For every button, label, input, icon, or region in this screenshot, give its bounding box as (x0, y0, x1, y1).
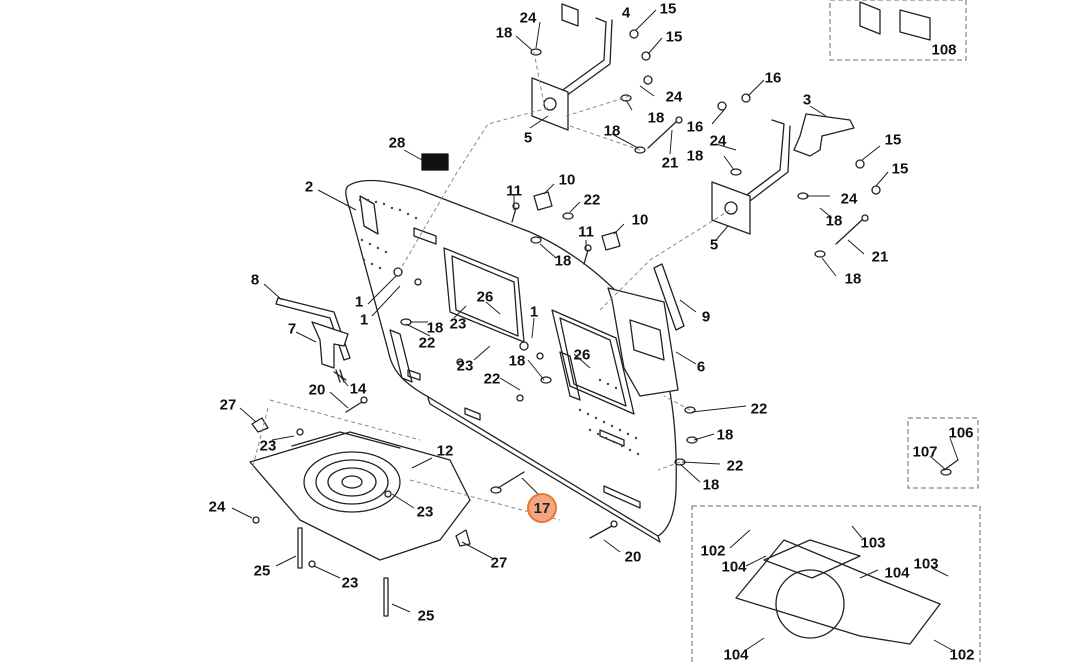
bracket-5-top (559, 17, 613, 97)
callout-label: 104 (721, 558, 747, 576)
callout-label: 16 (764, 69, 782, 87)
inset-box-106-107 (907, 417, 979, 489)
callout-label: 12 (436, 442, 454, 460)
callout-label: 24 (519, 9, 537, 27)
callout-label: 15 (891, 160, 909, 178)
callout-label: 15 (884, 131, 902, 149)
callout-label: 18 (554, 252, 572, 270)
callout-label: 26 (573, 346, 591, 364)
callout-label: 1 (359, 311, 369, 329)
callout-label: 3 (802, 91, 812, 109)
callout-label: 9 (701, 308, 711, 326)
callout-label: 27 (490, 554, 508, 572)
callout-label: 23 (456, 357, 474, 375)
callout-label: 22 (418, 334, 436, 352)
callout-label: 25 (253, 562, 271, 580)
callout-label: 24 (709, 132, 727, 150)
callout-label: 18 (702, 476, 720, 494)
inset-box-108 (829, 0, 967, 61)
callout-label: 23 (416, 503, 434, 521)
callout-label: 18 (495, 24, 513, 42)
callout-label: 18 (825, 212, 843, 230)
callout-label: 103 (860, 534, 886, 552)
inset-box-102-104 (691, 505, 981, 662)
callout-label: 102 (700, 542, 726, 560)
callout-label: 23 (341, 574, 359, 592)
callout-label: 5 (523, 129, 533, 147)
callout-label: 6 (696, 358, 706, 376)
callout-label: 14 (349, 380, 367, 398)
callout-label: 20 (308, 381, 326, 399)
callout-label: 26 (476, 288, 494, 306)
callout-label: 2 (304, 178, 314, 196)
callout-label: 10 (631, 211, 649, 229)
base-12 (249, 431, 471, 561)
callout-label: 27 (219, 396, 237, 414)
callout-label: 23 (259, 437, 277, 455)
callout-label: 11 (578, 223, 594, 241)
rod-8 (275, 297, 351, 361)
callout-label: 24 (665, 88, 683, 106)
callout-label: 102 (949, 646, 975, 662)
callout-label: 22 (726, 457, 744, 475)
decal-28 (421, 153, 449, 171)
callout-label: 24 (840, 190, 858, 208)
callout-label: 22 (483, 370, 501, 388)
callout-label: 1 (354, 293, 364, 311)
callout-label: 104 (723, 646, 749, 662)
callout-label: 18 (647, 109, 665, 127)
vent-disc (303, 451, 401, 513)
callout-label: 5 (709, 236, 719, 254)
callout-label: 21 (871, 248, 889, 266)
callout-label: 16 (686, 118, 704, 136)
stud-25b (383, 577, 389, 617)
panel-perforations (358, 198, 640, 456)
callout-label: 22 (583, 191, 601, 209)
plate-6 (607, 287, 679, 397)
bracket-3 (793, 113, 855, 157)
callout-label: 18 (603, 122, 621, 140)
callout-label: 11 (506, 182, 522, 200)
inset-plate (735, 539, 941, 645)
callout-label: 23 (449, 315, 467, 333)
callout-label: 15 (659, 0, 677, 18)
callout-label: 20 (624, 548, 642, 566)
bolt-17 (497, 471, 525, 489)
callout-label: 18 (716, 426, 734, 444)
callout-label: 106 (948, 424, 974, 442)
callout-label: 7 (287, 320, 297, 338)
back-panel (345, 179, 677, 537)
callout-label: 4 (621, 4, 631, 22)
callout-label: 15 (665, 28, 683, 46)
callout-label: 108 (931, 41, 957, 59)
callout-label: 10 (558, 171, 576, 189)
callout-label: 18 (844, 270, 862, 288)
callout-label: 21 (661, 154, 679, 172)
callout-label: 107 (912, 443, 938, 461)
callout-label: 18 (508, 352, 526, 370)
stud-25a (297, 527, 303, 569)
highlighted-callout-17[interactable]: 17 (527, 493, 557, 523)
callout-label: 8 (250, 271, 260, 289)
callout-label: 24 (208, 498, 226, 516)
callout-label: 25 (417, 607, 435, 625)
bracket-5-right (739, 119, 791, 205)
callout-label: 1 (529, 303, 539, 321)
callout-label: 22 (750, 400, 768, 418)
callout-label: 103 (913, 555, 939, 573)
panel-window-right (551, 309, 635, 415)
callout-label: 28 (388, 134, 406, 152)
callout-label: 18 (426, 319, 444, 337)
callout-label: 104 (884, 564, 910, 582)
callout-label: 18 (686, 147, 704, 165)
